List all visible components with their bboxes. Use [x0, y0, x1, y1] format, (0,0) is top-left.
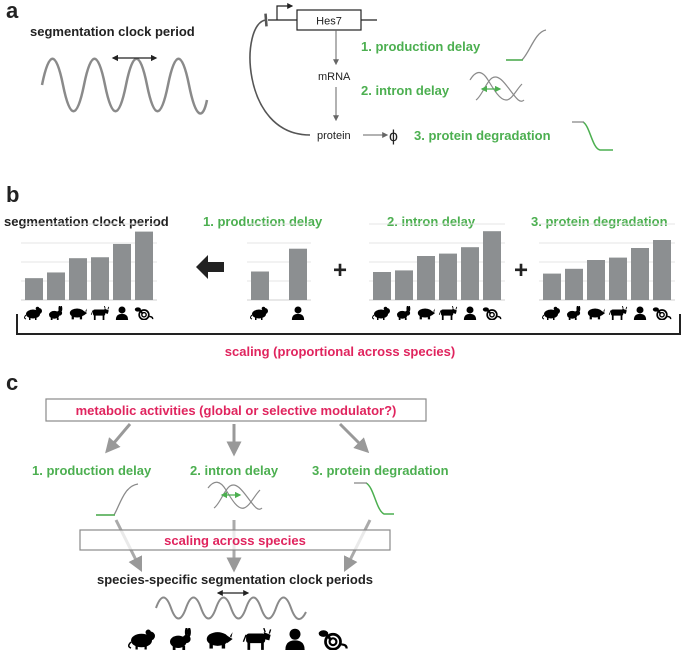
clock-wave — [40, 57, 209, 115]
result-label: species-specific segmentation clock peri… — [97, 572, 373, 587]
rhinoceros-icon — [206, 632, 233, 649]
metabolic-to-degradation-arrow — [338, 422, 370, 454]
chart-2-title: 2. intron delay — [387, 214, 476, 229]
marmoset-icon — [318, 628, 348, 650]
bar-cattle — [439, 253, 457, 300]
c-clock-wave — [155, 596, 307, 620]
panel-b-letter: b — [6, 182, 19, 207]
production-step-curve — [506, 29, 547, 61]
bar-marmoset — [135, 231, 153, 300]
cattle-icon — [438, 306, 458, 320]
panel-a-title: segmentation clock period — [30, 24, 195, 39]
rabbit-icon — [170, 628, 191, 650]
chart-3 — [539, 223, 675, 320]
gene-box — [296, 9, 362, 31]
c-intron-wave-1 — [207, 481, 261, 509]
human-icon — [291, 306, 305, 320]
panel-b-scaling-label: scaling (proportional across species) — [225, 344, 455, 359]
bar-human — [289, 248, 307, 300]
rabbit-icon — [567, 306, 581, 320]
cattle-icon — [90, 306, 110, 320]
chart-0-title: segmentation clock period — [4, 214, 169, 229]
rabbit-icon — [397, 306, 411, 320]
protein-label: protein — [317, 130, 351, 142]
panel-c-scaling-label: scaling across species — [164, 533, 306, 548]
step-production-delay: 1. production delay — [361, 39, 481, 54]
marmoset-icon — [652, 306, 672, 320]
chart-2 — [369, 223, 505, 320]
mouse-icon — [128, 628, 156, 650]
bar-cattle — [609, 257, 627, 300]
plus-sign-1: + — [333, 257, 347, 284]
big-left-arrow — [196, 255, 224, 279]
panel-c-letter: c — [6, 370, 18, 395]
c-production-curve — [96, 483, 139, 516]
mrna-label: mRNA — [318, 71, 351, 83]
rhinoceros-icon — [587, 308, 606, 320]
chart-1 — [247, 223, 311, 320]
rabbit-icon — [49, 306, 63, 320]
c-step-intron-delay: 2. intron delay — [190, 463, 279, 478]
cattle-icon — [242, 628, 272, 650]
human-icon — [463, 306, 477, 320]
bar-mouse — [373, 272, 391, 300]
cattle-icon — [608, 306, 628, 320]
bar-human — [113, 243, 131, 300]
panel-a: a segmentation clock period Hes7 mRNA pr… — [6, 0, 613, 151]
marmoset-icon — [134, 306, 154, 320]
scaling-bracket — [16, 314, 681, 335]
feedback-loop — [249, 13, 311, 136]
gene-label: Hes7 — [316, 16, 342, 28]
bar-mouse — [25, 278, 43, 300]
chart-1-title: 1. production delay — [203, 214, 323, 229]
degradation-curve — [582, 121, 613, 151]
c-step-production-delay: 1. production delay — [32, 463, 152, 478]
bar-marmoset — [653, 240, 671, 300]
bar-rabbit — [565, 268, 583, 300]
bar-rabbit — [47, 272, 65, 300]
mouse-icon — [24, 306, 43, 320]
panel-c: c metabolic activities (global or select… — [6, 370, 449, 650]
c-species-icons — [128, 628, 348, 650]
bar-cattle — [91, 257, 109, 300]
bar-mouse — [543, 273, 561, 300]
human-icon — [285, 628, 305, 650]
bar-rabbit — [395, 270, 413, 300]
bar-human — [631, 248, 649, 300]
human-icon — [115, 306, 129, 320]
chart-3-title: 3. protein degradation — [531, 214, 668, 229]
metabolic-box — [45, 398, 427, 422]
scaling-box — [79, 529, 391, 551]
bar-rhinoceros — [69, 258, 87, 300]
mouse-icon — [372, 306, 391, 320]
step-intron-delay: 2. intron delay — [361, 83, 450, 98]
charts-layer — [21, 223, 675, 320]
rhinoceros-icon — [69, 308, 88, 320]
promoter-arrow — [276, 3, 294, 20]
chart-0 — [21, 223, 157, 320]
human-icon — [633, 306, 647, 320]
marmoset-icon — [482, 306, 502, 320]
mouse-icon — [250, 306, 269, 320]
bar-mouse — [251, 271, 269, 300]
degradation-symbol: ϕ — [389, 128, 398, 145]
metabolic-to-production-arrow — [105, 423, 132, 454]
panel-b: b segmentation clock period 1. productio… — [4, 182, 681, 359]
panel-a-letter: a — [6, 0, 19, 23]
metabolic-label: metabolic activities (global or selectiv… — [76, 403, 397, 418]
mouse-icon — [542, 306, 561, 320]
c-degradation-curve — [365, 482, 394, 515]
intron-wave-1 — [469, 71, 523, 101]
c-step-protein-degradation: 3. protein degradation — [312, 463, 449, 478]
step-protein-degradation: 3. protein degradation — [414, 128, 551, 143]
bar-marmoset — [483, 231, 501, 300]
plus-sign-2: + — [514, 257, 528, 284]
bar-rhinoceros — [587, 260, 605, 300]
bar-rhinoceros — [417, 256, 435, 300]
bar-human — [461, 247, 479, 300]
rhinoceros-icon — [417, 308, 436, 320]
